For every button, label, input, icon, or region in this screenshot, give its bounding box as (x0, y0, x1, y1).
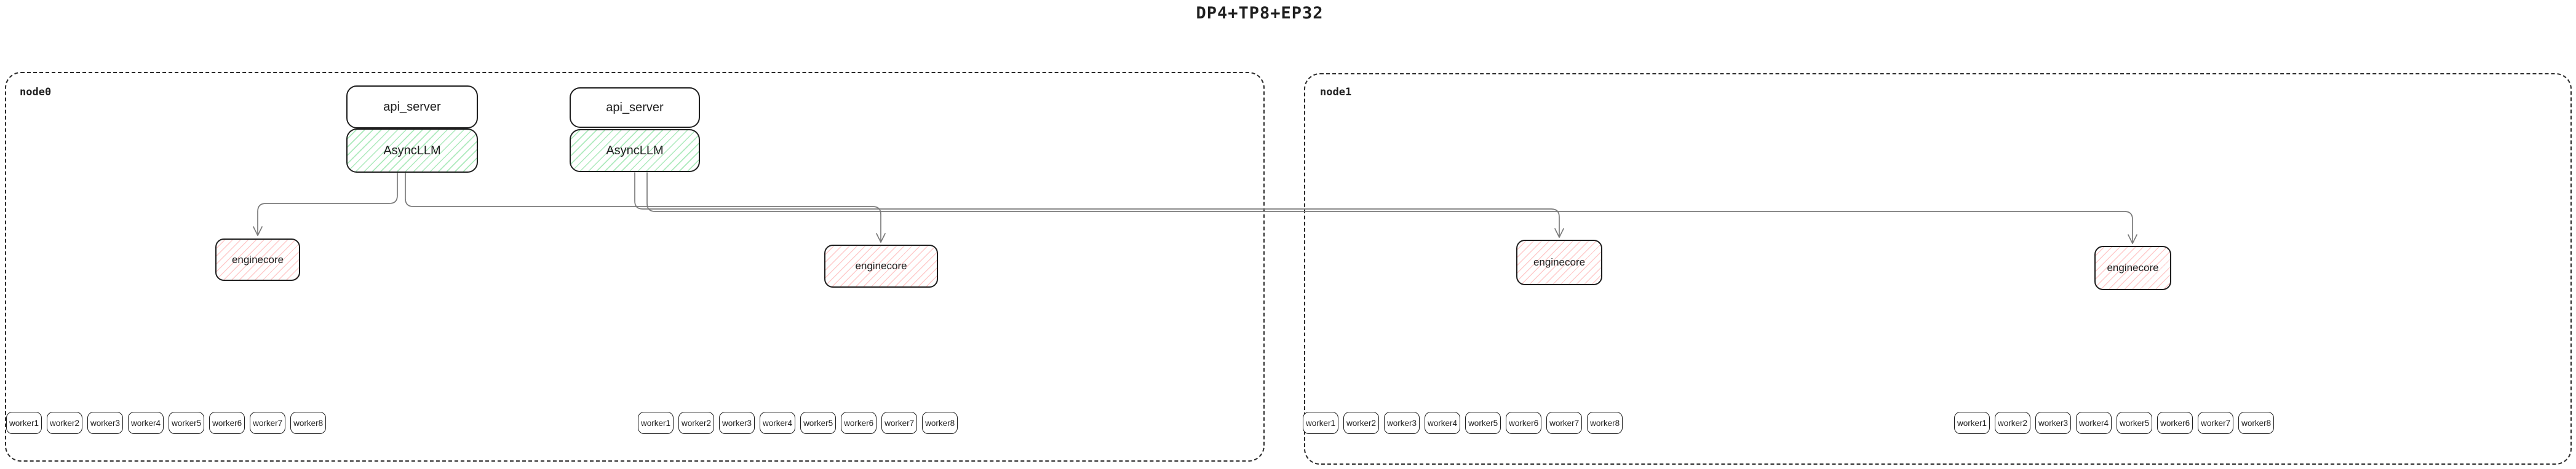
worker-box: worker5 (2117, 412, 2153, 434)
enginecore-box-1: enginecore (215, 238, 300, 281)
worker-box: worker6 (1506, 412, 1542, 434)
enginecore-box-3: enginecore (1516, 240, 1602, 285)
worker-group-4: worker1 worker2 worker3 worker4 worker5 … (1954, 412, 2275, 434)
worker-box: worker2 (1343, 412, 1380, 434)
worker-box: worker5 (1465, 412, 1501, 434)
worker-box: worker6 (209, 412, 245, 434)
enginecore-label: enginecore (231, 253, 284, 266)
worker-box: worker3 (1384, 412, 1420, 434)
worker-box: worker8 (2238, 412, 2275, 434)
worker-box: worker1 (6, 412, 42, 434)
worker-group-3: worker1 worker2 worker3 worker4 worker5 … (1303, 412, 1623, 434)
worker-group-2: worker1 worker2 worker3 worker4 worker5 … (638, 412, 958, 434)
worker-box: worker4 (128, 412, 164, 434)
api-server-label: api_server (383, 100, 441, 114)
api-server-box-1: api_server (346, 85, 478, 128)
enginecore-box-2: enginecore (824, 245, 938, 288)
worker-box: worker1 (1954, 412, 1990, 434)
asyncllm-box-1: AsyncLLM (346, 128, 478, 173)
worker-box: worker1 (1303, 412, 1339, 434)
worker-box: worker4 (1425, 412, 1461, 434)
enginecore-box-4: enginecore (2094, 246, 2171, 290)
worker-box: worker3 (719, 412, 755, 434)
worker-box: worker2 (678, 412, 715, 434)
enginecore-label: enginecore (1533, 256, 1586, 268)
diagram-title: DP4+TP8+EP32 (1196, 4, 1324, 23)
enginecore-label: enginecore (2107, 262, 2159, 274)
worker-group-1: worker1 worker2 worker3 worker4 worker5 … (6, 412, 327, 434)
worker-box: worker7 (881, 412, 918, 434)
worker-box: worker8 (922, 412, 958, 434)
api-server-box-2: api_server (570, 87, 700, 128)
worker-box: worker7 (1546, 412, 1583, 434)
worker-box: worker8 (1587, 412, 1623, 434)
node0-container (5, 72, 1265, 462)
worker-box: worker6 (2157, 412, 2193, 434)
worker-box: worker2 (1995, 412, 2031, 434)
worker-box: worker5 (169, 412, 205, 434)
api-server-label: api_server (606, 100, 664, 114)
enginecore-label: enginecore (855, 260, 907, 272)
node1-container (1304, 73, 2572, 465)
worker-box: worker4 (760, 412, 796, 434)
asyncllm-box-2: AsyncLLM (570, 129, 700, 172)
asyncllm-label: AsyncLLM (383, 143, 441, 157)
worker-box: worker8 (290, 412, 327, 434)
worker-box: worker7 (2198, 412, 2234, 434)
worker-box: worker3 (87, 412, 124, 434)
worker-box: worker1 (638, 412, 674, 434)
worker-box: worker3 (2035, 412, 2072, 434)
worker-box: worker4 (2076, 412, 2112, 434)
worker-box: worker2 (47, 412, 83, 434)
worker-box: worker6 (841, 412, 877, 434)
asyncllm-label: AsyncLLM (606, 143, 664, 157)
worker-box: worker7 (250, 412, 286, 434)
node0-label: node0 (20, 86, 52, 98)
node1-label: node1 (1320, 86, 1352, 98)
worker-box: worker5 (800, 412, 837, 434)
